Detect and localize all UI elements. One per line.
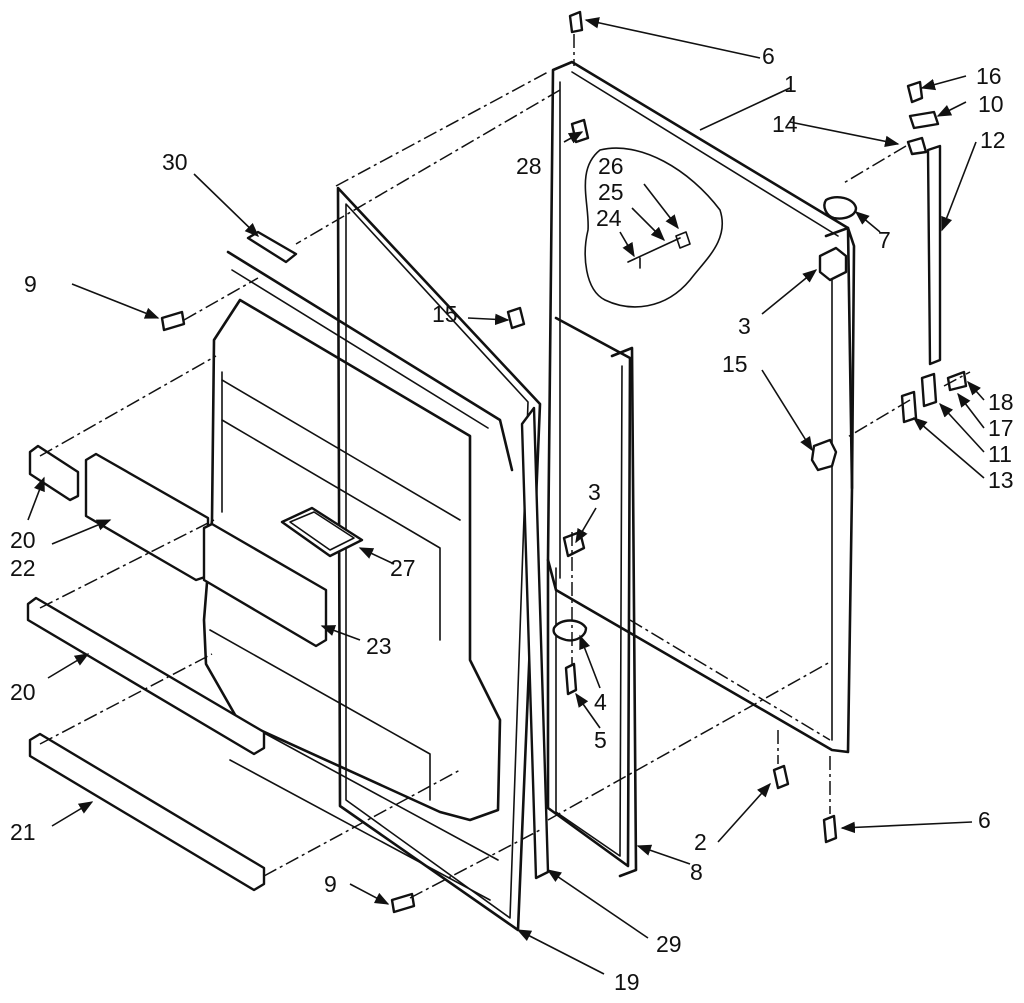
callout-12: 12 — [980, 127, 1006, 153]
door-gasket — [546, 316, 638, 878]
shelf-rail-top — [28, 444, 80, 502]
callout-2: 2 — [694, 829, 707, 855]
callout-18: 18 — [988, 389, 1014, 415]
callout-9a: 9 — [24, 271, 37, 297]
alignment-lines — [39, 34, 971, 899]
callout-24: 24 — [596, 205, 622, 231]
butter-compartment — [280, 506, 364, 558]
trim-strip-30 — [246, 230, 298, 264]
callout-25: 25 — [598, 179, 624, 205]
callout-30: 30 — [162, 149, 188, 175]
callout-10: 10 — [978, 91, 1004, 117]
hinge-hardware — [160, 10, 968, 914]
callout-6a: 6 — [762, 43, 775, 69]
inner-door-liner — [226, 186, 542, 932]
callout-8: 8 — [690, 859, 703, 885]
callout-5: 5 — [594, 727, 607, 753]
callout-3b: 3 — [588, 479, 601, 505]
callout-7: 7 — [878, 227, 891, 253]
callout-28: 28 — [516, 153, 542, 179]
callout-15a: 15 — [432, 301, 458, 327]
callout-15b: 15 — [722, 351, 748, 377]
trim-strip-29 — [520, 406, 550, 880]
callout-11: 11 — [988, 441, 1012, 467]
shelf-rail-21 — [28, 732, 266, 892]
callout-22: 22 — [10, 555, 36, 581]
leader-lines — [27, 17, 985, 975]
callout-23: 23 — [366, 633, 392, 659]
callout-4: 4 — [594, 689, 607, 715]
callout-16: 16 — [976, 63, 1002, 89]
callout-19: 19 — [614, 969, 640, 995]
callout-1: 1 — [784, 71, 797, 97]
callout-14: 14 — [772, 111, 798, 137]
callout-9b: 9 — [324, 871, 337, 897]
shelf-rail-20 — [26, 596, 266, 756]
callout-26: 26 — [598, 153, 624, 179]
callout-29: 29 — [656, 931, 682, 957]
shelf-cover-23 — [202, 522, 328, 648]
callout-17: 17 — [988, 415, 1014, 441]
callout-labels: 1 2 3 3 4 5 6 6 7 8 9 9 10 11 12 13 14 1… — [10, 43, 1014, 995]
callout-20b: 20 — [10, 679, 36, 705]
callout-21: 21 — [10, 819, 36, 845]
liner-shelves — [202, 298, 502, 901]
callout-27: 27 — [390, 555, 416, 581]
callout-3a: 3 — [738, 313, 751, 339]
cutaway-detail — [584, 147, 723, 308]
shelf-cover-22 — [84, 452, 210, 582]
pin-bracket — [627, 231, 691, 269]
outer-door-panel — [546, 60, 856, 754]
callout-6b: 6 — [978, 807, 991, 833]
callout-13: 13 — [988, 467, 1014, 493]
callout-20a: 20 — [10, 527, 36, 553]
